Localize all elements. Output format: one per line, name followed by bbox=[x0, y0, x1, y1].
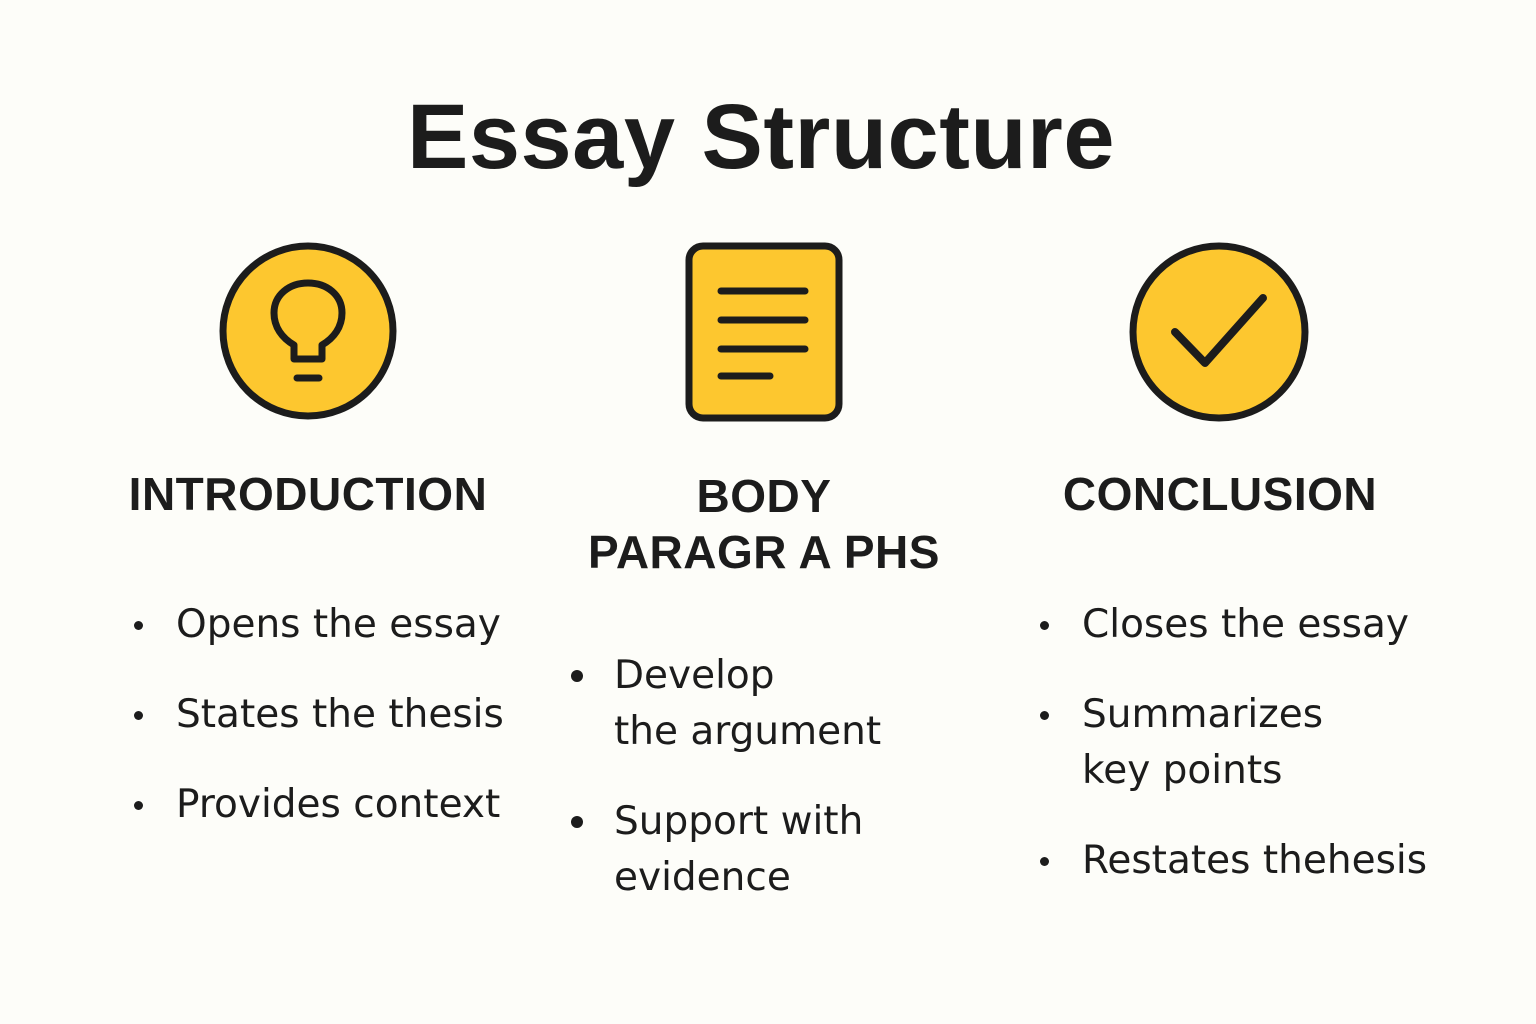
list-item: States the thesis bbox=[128, 687, 548, 743]
bullet-dot bbox=[1040, 621, 1049, 630]
heading-body-paragraphs: BODY PARAGR A PHS bbox=[588, 470, 940, 578]
document-icon bbox=[684, 241, 844, 423]
checkmark-icon bbox=[1128, 241, 1310, 423]
page-title: Essay Structure bbox=[406, 86, 1116, 188]
body-bullets: Develop the argument Support with eviden… bbox=[566, 648, 946, 940]
list-item: Summarizes key points bbox=[1034, 687, 1474, 799]
bullet-dot bbox=[134, 801, 143, 810]
list-item: Develop the argument bbox=[566, 648, 946, 760]
bullet-dot bbox=[134, 711, 143, 720]
heading-introduction: INTRODUCTION bbox=[128, 468, 488, 520]
bullet-dot bbox=[571, 816, 583, 828]
list-item: Support with evidence bbox=[566, 794, 946, 906]
bullet-dot bbox=[571, 670, 583, 682]
bullet-dot bbox=[1040, 857, 1049, 866]
bullet-dot bbox=[134, 621, 143, 630]
list-item: Provides context bbox=[128, 777, 548, 833]
conclusion-bullets: Closes the essay Summarizes key points R… bbox=[1034, 597, 1474, 923]
bullet-dot bbox=[1040, 711, 1049, 720]
introduction-bullets: Opens the essay States the thesis Provid… bbox=[128, 597, 548, 867]
lightbulb-icon bbox=[218, 241, 398, 421]
list-item: Opens the essay bbox=[128, 597, 548, 653]
list-item: Closes the essay bbox=[1034, 597, 1474, 653]
list-item: Restates thehesis bbox=[1034, 833, 1474, 889]
heading-conclusion: CONCLUSION bbox=[1062, 468, 1378, 520]
